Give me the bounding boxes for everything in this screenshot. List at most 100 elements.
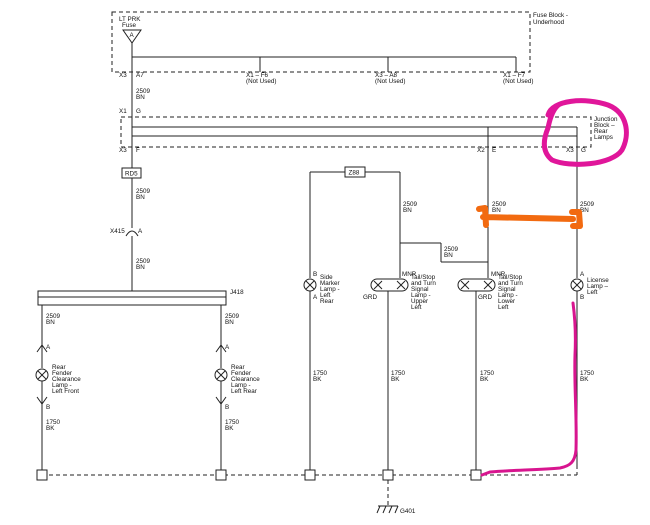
- dual-filament-lamp-icon: [370, 278, 409, 292]
- side-lamp-pin-top: B: [313, 271, 317, 278]
- a8-conn: X3 – A8: [375, 72, 398, 79]
- splice-z88: [344, 166, 366, 178]
- wire-x2-circuit: 2509: [492, 201, 507, 208]
- annotation-trace: [480, 301, 578, 477]
- wire-license-gnd-circuit: 1750: [580, 370, 595, 377]
- annotation-circle: [541, 98, 629, 167]
- side-lamp-l3: Lamp -: [320, 286, 340, 293]
- lower-lamp-l3: Signal: [498, 286, 516, 293]
- wire-front-circuit: 2509: [46, 313, 61, 320]
- a8-note: (Not Used): [375, 78, 405, 85]
- wire-z88-color: BN: [403, 207, 412, 214]
- ground-icon: [376, 505, 399, 514]
- rear-lamp-l4: Lamp -: [231, 382, 251, 389]
- rear-lamp-l3: Clearance: [231, 376, 260, 383]
- jb-title-1: Junction: [594, 116, 618, 123]
- wire-lower-gnd-circuit: 1750: [480, 370, 495, 377]
- side-lamp-pin-bottom: A: [313, 294, 318, 301]
- wire-upper-gnd-circuit: 1750: [391, 370, 406, 377]
- wire-jumper-circuit: 2509: [444, 246, 459, 253]
- wire-rear-circuit: 2509: [225, 313, 240, 320]
- f7-conn: X1 – F7: [503, 72, 526, 79]
- jb-left-pin: F: [136, 147, 140, 154]
- wire-rear-gnd-circuit: 1750: [225, 419, 240, 426]
- wire-rear-gnd-color: BK: [225, 425, 234, 432]
- side-lamp-l5: Rear: [320, 298, 334, 305]
- wire-front-color: BN: [46, 319, 55, 326]
- upper-lamp-l6: Left: [411, 304, 422, 311]
- wire-rear-color: BN: [225, 319, 234, 326]
- wire-front-gnd-color: BK: [46, 425, 55, 432]
- license-lamp-pin-bottom: B: [580, 294, 584, 301]
- wire-z88-circuit: 2509: [403, 201, 418, 208]
- jb-mid-conn: X2: [477, 147, 485, 154]
- jb-title-4: Lamps: [594, 134, 613, 141]
- fuse-conn-main: X3: [119, 72, 127, 79]
- license-lamp-l2: Lamp –: [587, 283, 609, 290]
- f6-note: (Not Used): [246, 78, 276, 85]
- license-lamp-l1: License: [587, 277, 609, 284]
- rear-lamp-pin-top: A: [225, 344, 230, 351]
- wire-side-gnd-circuit: 1750: [313, 370, 328, 377]
- side-lamp-l4: Left: [320, 292, 331, 299]
- splice-z88-label: Z88: [349, 170, 360, 177]
- feed-wire-circuit: 2509: [136, 88, 151, 95]
- lower-lamp-pin-bottom: GRD: [478, 294, 492, 301]
- side-lamp-l2: Marker: [320, 280, 340, 287]
- f6-conn: X1 – F6: [246, 72, 269, 79]
- upper-lamp-l2: and Turn: [411, 280, 436, 287]
- wire-jumper-color: BN: [444, 252, 453, 259]
- front-lamp-pin-top: A: [46, 344, 51, 351]
- wire-upper-gnd-color: BK: [391, 376, 400, 383]
- wire-front-gnd-circuit: 1750: [46, 419, 61, 426]
- upper-lamp-l3: Signal: [411, 286, 429, 293]
- rear-lamp-pin-bottom-arrow: [215, 396, 227, 405]
- lower-lamp-l6: Left: [498, 304, 509, 311]
- x415-name: X415: [110, 228, 125, 235]
- lower-lamp-l5: Lower: [498, 298, 515, 305]
- f7-note: (Not Used): [503, 78, 533, 85]
- fuse-block-title-2: Underhood: [533, 19, 565, 26]
- front-lamp-l4: Lamp -: [52, 382, 72, 389]
- front-lamp-pin-bottom: B: [46, 404, 50, 411]
- front-lamp-l3: Clearance: [52, 376, 81, 383]
- fuse-icon: [122, 29, 142, 44]
- jb-mid-pin: E: [492, 147, 496, 154]
- lamp-bulb-icon: [570, 278, 584, 292]
- upper-lamp-pin-bottom: GRD: [363, 294, 377, 301]
- rear-lamp-l1: Rear: [231, 364, 245, 371]
- jb-right-pin: G: [581, 147, 586, 154]
- junction-block: X1 G Junction Block – Rear Lamps X3 F X2…: [119, 108, 618, 154]
- lamp-bulb-icon: [35, 368, 49, 382]
- lamp-bulb-icon: [303, 278, 317, 292]
- wire-side-gnd-color: BK: [313, 376, 322, 383]
- wire-rd5-circuit: 2509: [136, 188, 151, 195]
- lamp-bulb-icon: [214, 368, 228, 382]
- jb-in-pin: G: [136, 108, 141, 115]
- dual-filament-lamp-icon: [457, 278, 496, 292]
- splice-pack-j418: [37, 290, 227, 306]
- upper-lamp-l5: Upper: [411, 298, 428, 305]
- jb-right-conn: X3: [566, 147, 574, 154]
- wire-license-gnd-color: BK: [580, 376, 589, 383]
- upper-lamp-pin-top: MNR: [402, 271, 417, 278]
- upper-lamp-l1: Tail/Stop: [411, 274, 436, 281]
- wire-rd5-color: BN: [136, 194, 145, 201]
- license-lamp-l3: Left: [587, 289, 598, 296]
- front-lamp-l2: Fender: [52, 370, 72, 377]
- inline-connector-x415: [125, 230, 139, 237]
- wire-x3g-color: BN: [580, 207, 589, 214]
- front-lamp-pin-bottom-arrow: [36, 396, 48, 405]
- fuse-label-1: LT PRK: [119, 16, 141, 23]
- annotation-bar: [476, 205, 583, 229]
- wire-x3g-circuit: 2509: [580, 201, 595, 208]
- wire-x415-circuit: 2509: [136, 258, 151, 265]
- fuse-pin: A: [130, 32, 135, 39]
- front-lamp-l5: Left Front: [52, 388, 79, 395]
- x415-pin: A: [138, 228, 143, 235]
- splice-j418-label: J418: [230, 289, 244, 296]
- ground-name: G401: [400, 508, 416, 515]
- jb-title-3: Rear: [594, 128, 608, 135]
- fuse-label-2: Fuse: [122, 22, 136, 29]
